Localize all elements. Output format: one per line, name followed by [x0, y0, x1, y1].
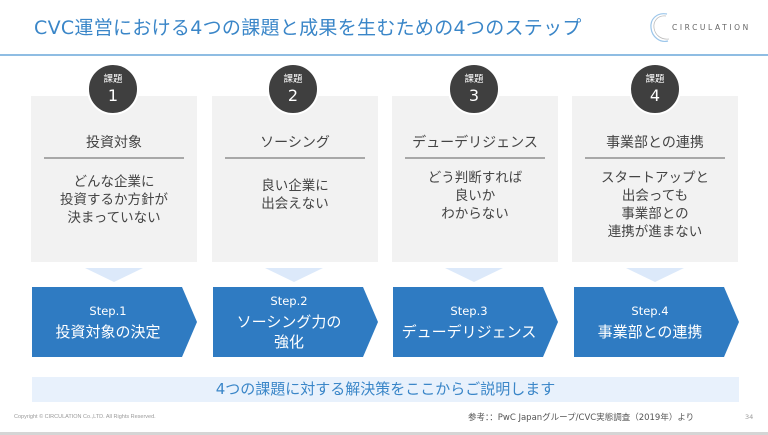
badge-number: 1	[107, 86, 119, 105]
step-title: デューデリジェンス	[401, 322, 537, 341]
issue-title: 投資対象	[86, 135, 142, 151]
issue-title: 事業部との連携	[606, 135, 704, 151]
copyright-text: Copyright © CIRCULATION Co.,LTD. All Rig…	[14, 414, 156, 420]
down-arrow-icon	[265, 268, 323, 282]
issue-badge-1: 課題 1	[87, 63, 139, 115]
chevron-shape	[393, 287, 558, 357]
step-label: Step.4	[631, 303, 669, 318]
down-arrow-icon	[445, 268, 503, 282]
step-label: Step.3	[450, 303, 488, 318]
page-title: CVC運営における4つの課題と成果を生むための4つのステップ	[34, 17, 582, 39]
badge-number: 4	[649, 86, 661, 105]
chevron-shape	[32, 287, 197, 357]
issue-description: どう判断すれば 良いか わからない	[427, 170, 523, 222]
badge-number: 2	[287, 86, 299, 105]
issue-card-1: 投資対象 どんな企業に 投資するか方針が 決まっていない	[31, 96, 197, 262]
issue-card-4: 事業部との連携 スタートアップと 出会っても 事業部との 連携が進まない	[572, 96, 738, 262]
issue-card-2: ソーシング 良い企業に 出会えない	[212, 96, 378, 262]
badge-label: 課題	[283, 74, 303, 85]
circulation-logo: CIRCULATION	[648, 10, 758, 46]
issue-title: ソーシング	[260, 135, 330, 151]
logo-text: CIRCULATION	[672, 23, 751, 32]
chevron-shape	[213, 287, 378, 357]
circulation-logo-icon	[650, 13, 670, 42]
badge-label: 課題	[464, 74, 484, 85]
issue-title: デューデリジェンス	[412, 135, 538, 151]
step-4: Step.4 事業部との連携	[574, 287, 740, 357]
step-1: Step.1 投資対象の決定	[32, 287, 198, 357]
down-arrow-icon	[626, 268, 684, 282]
page-number: 34	[745, 413, 754, 421]
card-divider	[225, 157, 365, 159]
step-label: Step.2	[270, 293, 308, 308]
down-arrow-icon	[85, 268, 143, 282]
issue-badge-3: 課題 3	[448, 63, 500, 115]
step-2: Step.2 ソーシング力の 強化	[213, 287, 379, 357]
step-3: Step.3 デューデリジェンス	[393, 287, 559, 357]
badge-label: 課題	[103, 74, 123, 85]
card-divider	[405, 157, 545, 159]
badge-number: 3	[468, 86, 480, 105]
issue-badge-4: 課題 4	[629, 63, 681, 115]
badge-label: 課題	[645, 74, 665, 85]
source-citation: 参考：：PwC Japanグループ/CVC実態調査（2019年）より	[468, 413, 695, 423]
issue-badge-2: 課題 2	[267, 63, 319, 115]
summary-banner: 4つの課題に対する解決策をここからご説明します	[32, 377, 739, 402]
step-label: Step.1	[89, 303, 127, 318]
chevron-shape	[574, 287, 739, 357]
card-divider	[585, 157, 725, 159]
step-title: 事業部との連携	[597, 322, 703, 341]
step-title: ソーシング力の 強化	[236, 312, 342, 351]
step-title: 投資対象の決定	[55, 322, 161, 341]
bottom-border	[0, 432, 768, 435]
issue-description: スタートアップと 出会っても 事業部との 連携が進まない	[601, 170, 709, 240]
issue-description: どんな企業に 投資するか方針が 決まっていない	[60, 174, 168, 226]
card-divider	[44, 157, 184, 159]
issue-card-3: デューデリジェンス どう判断すれば 良いか わからない	[392, 96, 558, 262]
header-divider	[0, 54, 768, 56]
issue-description: 良い企業に 出会えない	[261, 178, 329, 212]
